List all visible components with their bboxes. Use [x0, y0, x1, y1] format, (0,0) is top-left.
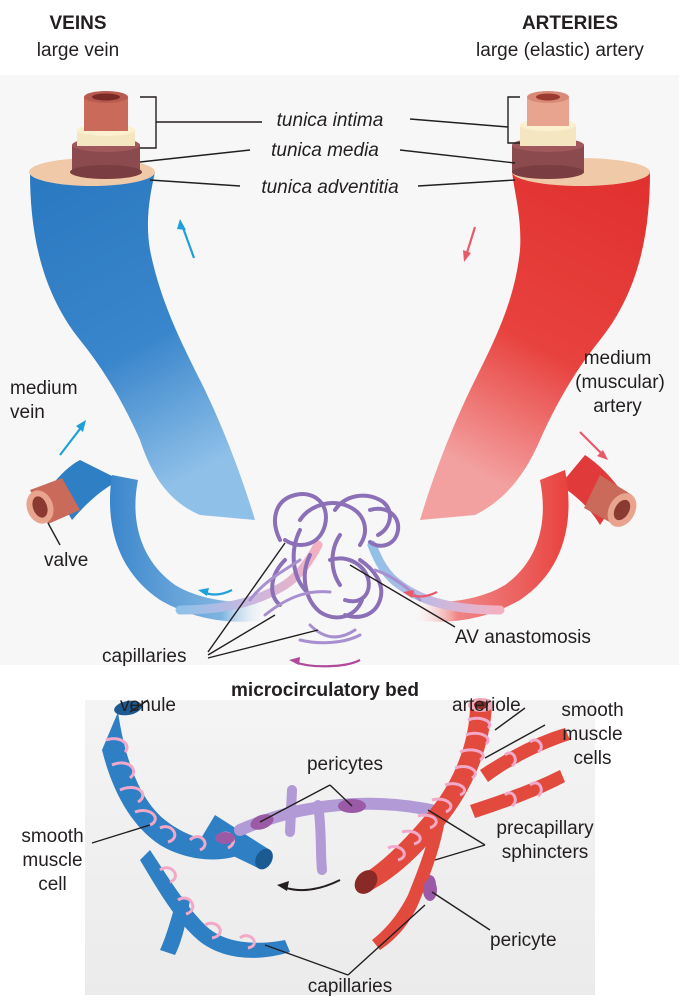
medium-artery-label-line3: artery [565, 396, 670, 418]
smooth-muscle-cells-line1: smooth [545, 700, 640, 722]
capillary-branch-top [290, 790, 292, 832]
arteries-heading: ARTERIES [470, 13, 670, 35]
capillaries-upper-label: capillaries [102, 646, 186, 668]
av-anastomosis-label: AV anastomosis [455, 627, 591, 649]
medium-vein-label-line1: medium [10, 378, 78, 400]
arteries-subheading: large (elastic) artery [445, 40, 675, 62]
smooth-muscle-cells-line3: cells [545, 748, 640, 770]
tunica-media-label: tunica media [245, 140, 405, 162]
smooth-muscle-cell-line3: cell [10, 874, 95, 896]
capillaries-lower-label: capillaries [290, 976, 410, 998]
valve-label: valve [44, 550, 88, 572]
smooth-muscle-cells-line2: muscle [545, 724, 640, 746]
tunica-adventitia-label: tunica adventitia [235, 177, 425, 199]
veins-subheading: large vein [0, 40, 156, 62]
medium-artery-label-line2: (muscular) [565, 372, 675, 394]
smooth-muscle-cell-line1: smooth [10, 826, 95, 848]
veins-heading: VEINS [0, 13, 156, 35]
pericyte-label: pericyte [490, 930, 557, 952]
pericyte-cell [423, 879, 437, 901]
smooth-muscle-cell-line2: muscle [10, 850, 95, 872]
precapillary-sphincters-line1: precapillary [485, 818, 605, 840]
medium-artery-label-line1: medium [565, 348, 670, 370]
arteriole-label: arteriole [452, 695, 521, 717]
precapillary-sphincters-line2: sphincters [485, 842, 605, 864]
capillary-branch-bottom [318, 805, 322, 870]
tunica-intima-label: tunica intima [250, 110, 410, 132]
pericytes-label: pericytes [290, 754, 400, 776]
venule-label: venule [120, 695, 176, 717]
microcirculatory-bed-label: microcirculatory bed [195, 680, 455, 702]
medium-vein-label-line2: vein [10, 402, 45, 424]
